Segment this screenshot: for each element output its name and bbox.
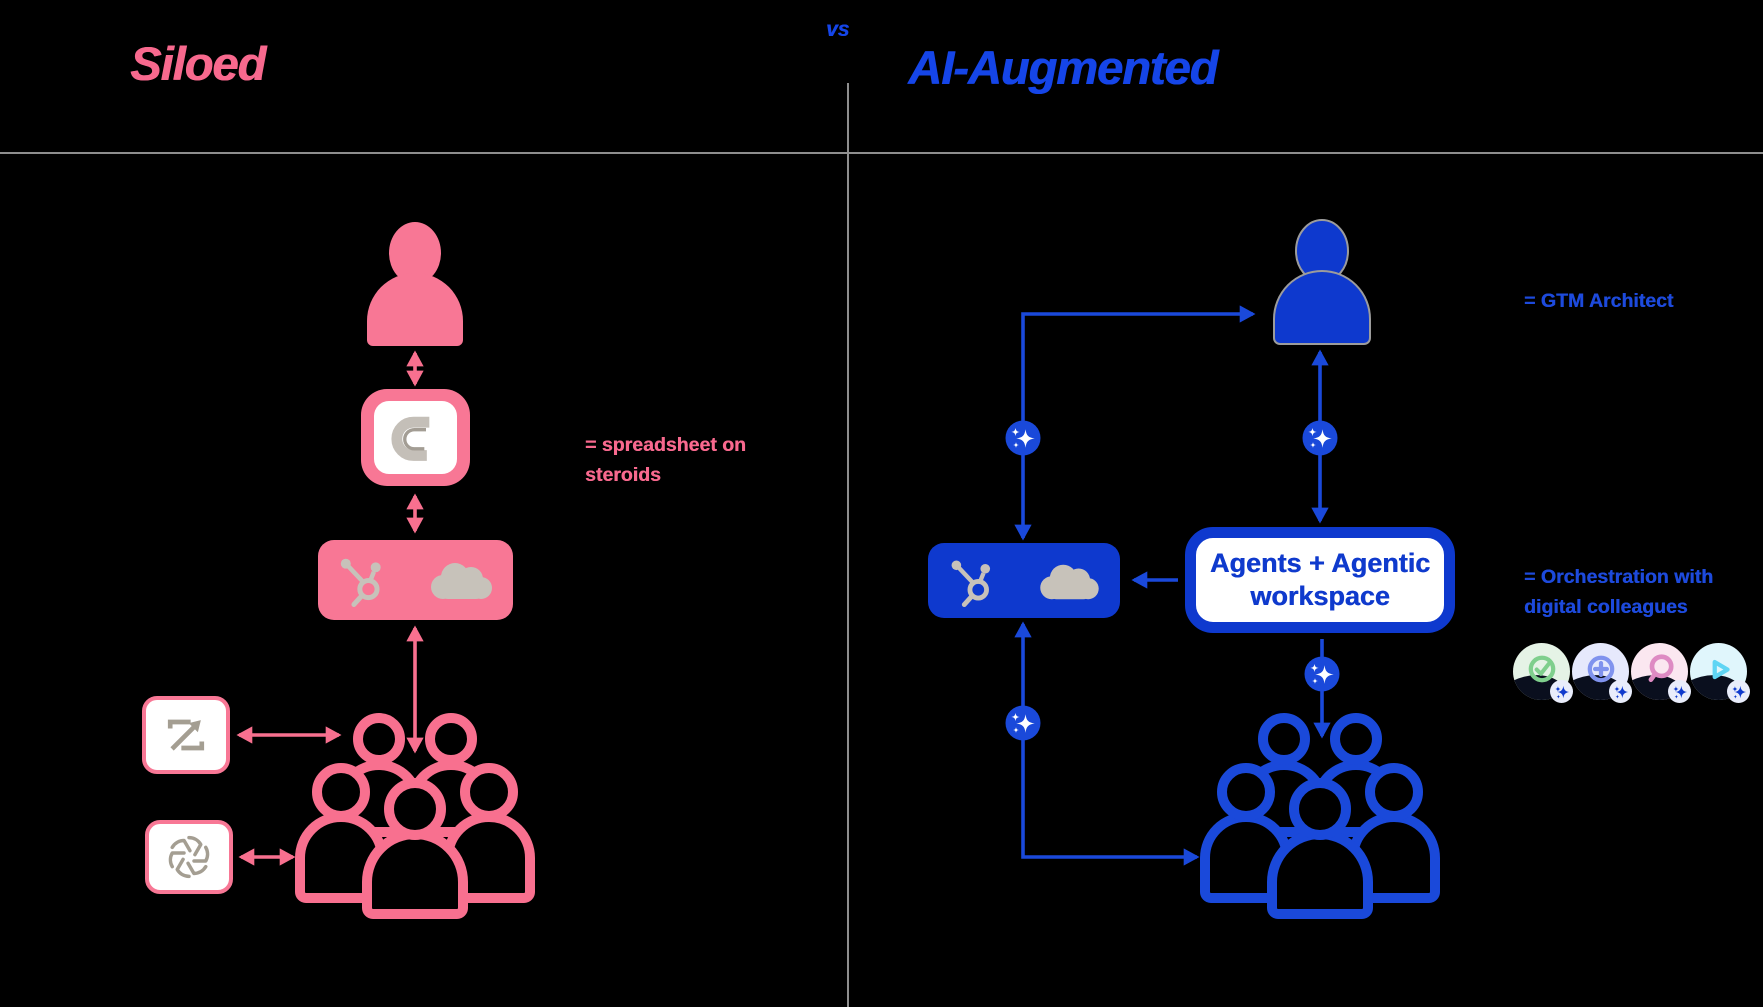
gtm-architect-person-icon xyxy=(1273,219,1371,345)
magnifier-icon xyxy=(1648,654,1674,683)
sparkle-badge-icon xyxy=(1609,680,1632,703)
vertical-divider xyxy=(847,83,849,1007)
arrow-crm-crowd-elbow xyxy=(1014,621,1200,866)
sparkle-badge-icon xyxy=(1727,680,1750,703)
agent-chip-research xyxy=(1631,643,1691,703)
orchestration-label-line2: digital colleagues xyxy=(1524,596,1688,618)
sparkle-badge-icon xyxy=(1668,680,1691,703)
hubspot-icon xyxy=(951,559,990,607)
clay-app-box xyxy=(361,389,470,486)
agentic-workspace-line1: Agents + Agentic xyxy=(1209,548,1431,578)
check-circle-icon xyxy=(1528,655,1555,683)
arrow-crm-person-elbow xyxy=(1014,305,1256,541)
left-arrows xyxy=(236,350,424,866)
zapier-app-box xyxy=(142,696,230,774)
gtm-architect-label: = GTM Architect xyxy=(1524,290,1674,312)
plus-circle-icon xyxy=(1587,655,1614,683)
augmented-team-crowd-icon xyxy=(1200,713,1440,919)
spreadsheet-annotation-line1: = spreadsheet on xyxy=(585,434,746,456)
zapier-icon xyxy=(167,719,205,751)
orchestration-label-line1: = Orchestration with xyxy=(1524,566,1714,588)
crm-systems-box-siloed xyxy=(318,540,513,620)
spreadsheet-annotation-line2: steroids xyxy=(585,464,661,486)
ai-sparkle-icon xyxy=(1005,420,1041,456)
siloed-person-icon xyxy=(367,222,463,346)
openai-icon xyxy=(168,835,210,879)
clay-icon xyxy=(374,401,457,474)
vs-label: vs xyxy=(826,18,850,41)
salesforce-icon xyxy=(1039,564,1099,599)
hubspot-icon xyxy=(341,558,381,607)
crm-systems-box-augmented xyxy=(928,543,1120,618)
right-panel-title: AI-Augmented xyxy=(908,41,1218,94)
agentic-workspace-line2: workspace xyxy=(1250,581,1390,611)
spreadsheet-annotation: = spreadsheet on steroids xyxy=(585,430,746,490)
siloed-team-crowd-icon xyxy=(295,713,535,919)
left-panel-title: Siloed xyxy=(130,37,266,90)
openai-app-box xyxy=(145,820,233,894)
sparkle-badge-icon xyxy=(1550,680,1573,703)
agent-chip-run xyxy=(1690,643,1750,703)
horizontal-divider xyxy=(0,152,1763,154)
agent-chip-approve xyxy=(1513,643,1573,703)
play-icon xyxy=(1712,660,1730,680)
agent-chip-create xyxy=(1572,643,1632,703)
salesforce-icon xyxy=(430,563,492,599)
agentic-workspace-box: Agents + Agentic workspace xyxy=(1185,527,1455,633)
ai-sparkle-icon xyxy=(1302,420,1338,456)
ai-sparkle-icon xyxy=(1005,705,1041,741)
ai-sparkle-icon xyxy=(1304,656,1340,692)
ai-sparkle-badges xyxy=(1005,420,1340,741)
orchestration-label: = Orchestration with digital colleagues xyxy=(1524,562,1713,622)
